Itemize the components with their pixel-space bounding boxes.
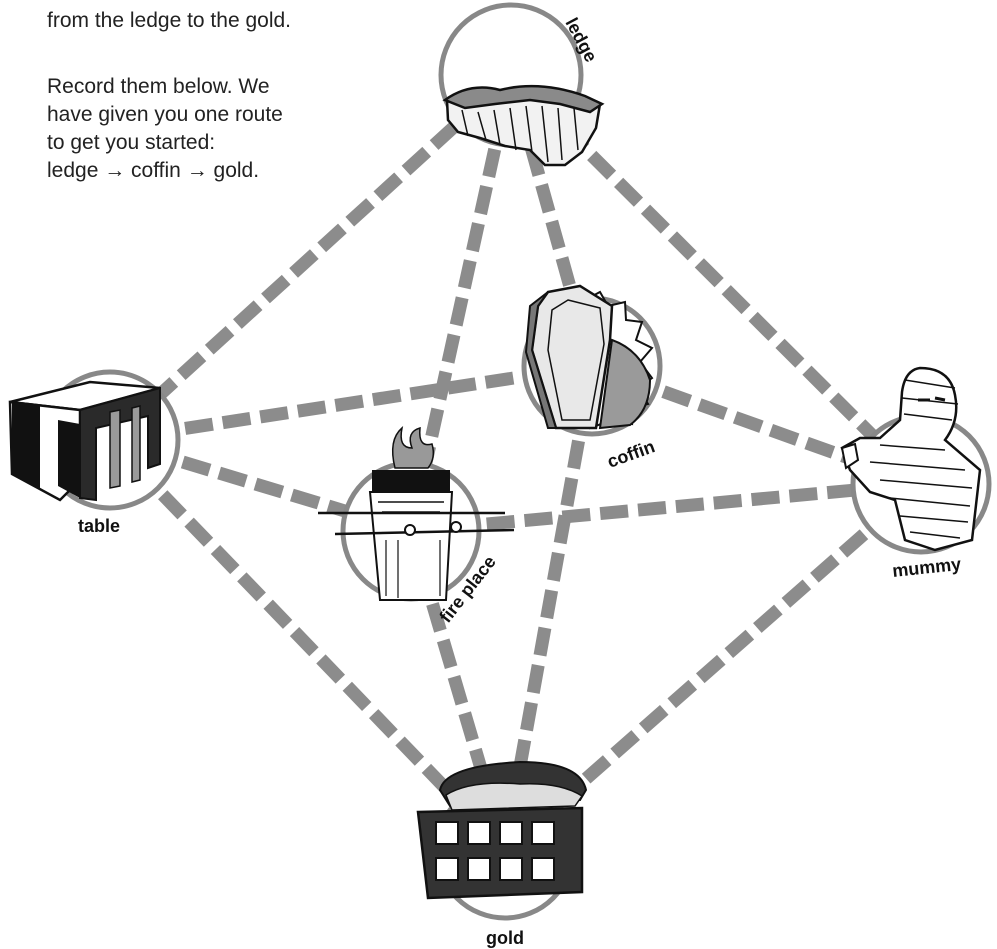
path-edge-table-coffin <box>110 366 592 440</box>
ledge-icon <box>445 86 602 165</box>
gold-icon <box>418 762 586 898</box>
node-gold[interactable]: gold <box>418 762 586 948</box>
node-fire-place[interactable]: fire place <box>318 428 514 626</box>
node-table[interactable]: table <box>10 372 178 536</box>
node-label: table <box>78 516 120 536</box>
node-mummy[interactable]: mummy <box>842 368 989 581</box>
node-coffin[interactable]: coffin <box>524 286 660 472</box>
coffin-icon <box>526 286 652 428</box>
node-label: mummy <box>891 554 962 581</box>
path-edges <box>110 75 921 850</box>
node-ledge[interactable]: ledge <box>441 5 602 165</box>
node-label: coffin <box>605 436 658 472</box>
node-label: gold <box>486 928 524 948</box>
path-edge-fire-place-mummy <box>411 484 921 531</box>
